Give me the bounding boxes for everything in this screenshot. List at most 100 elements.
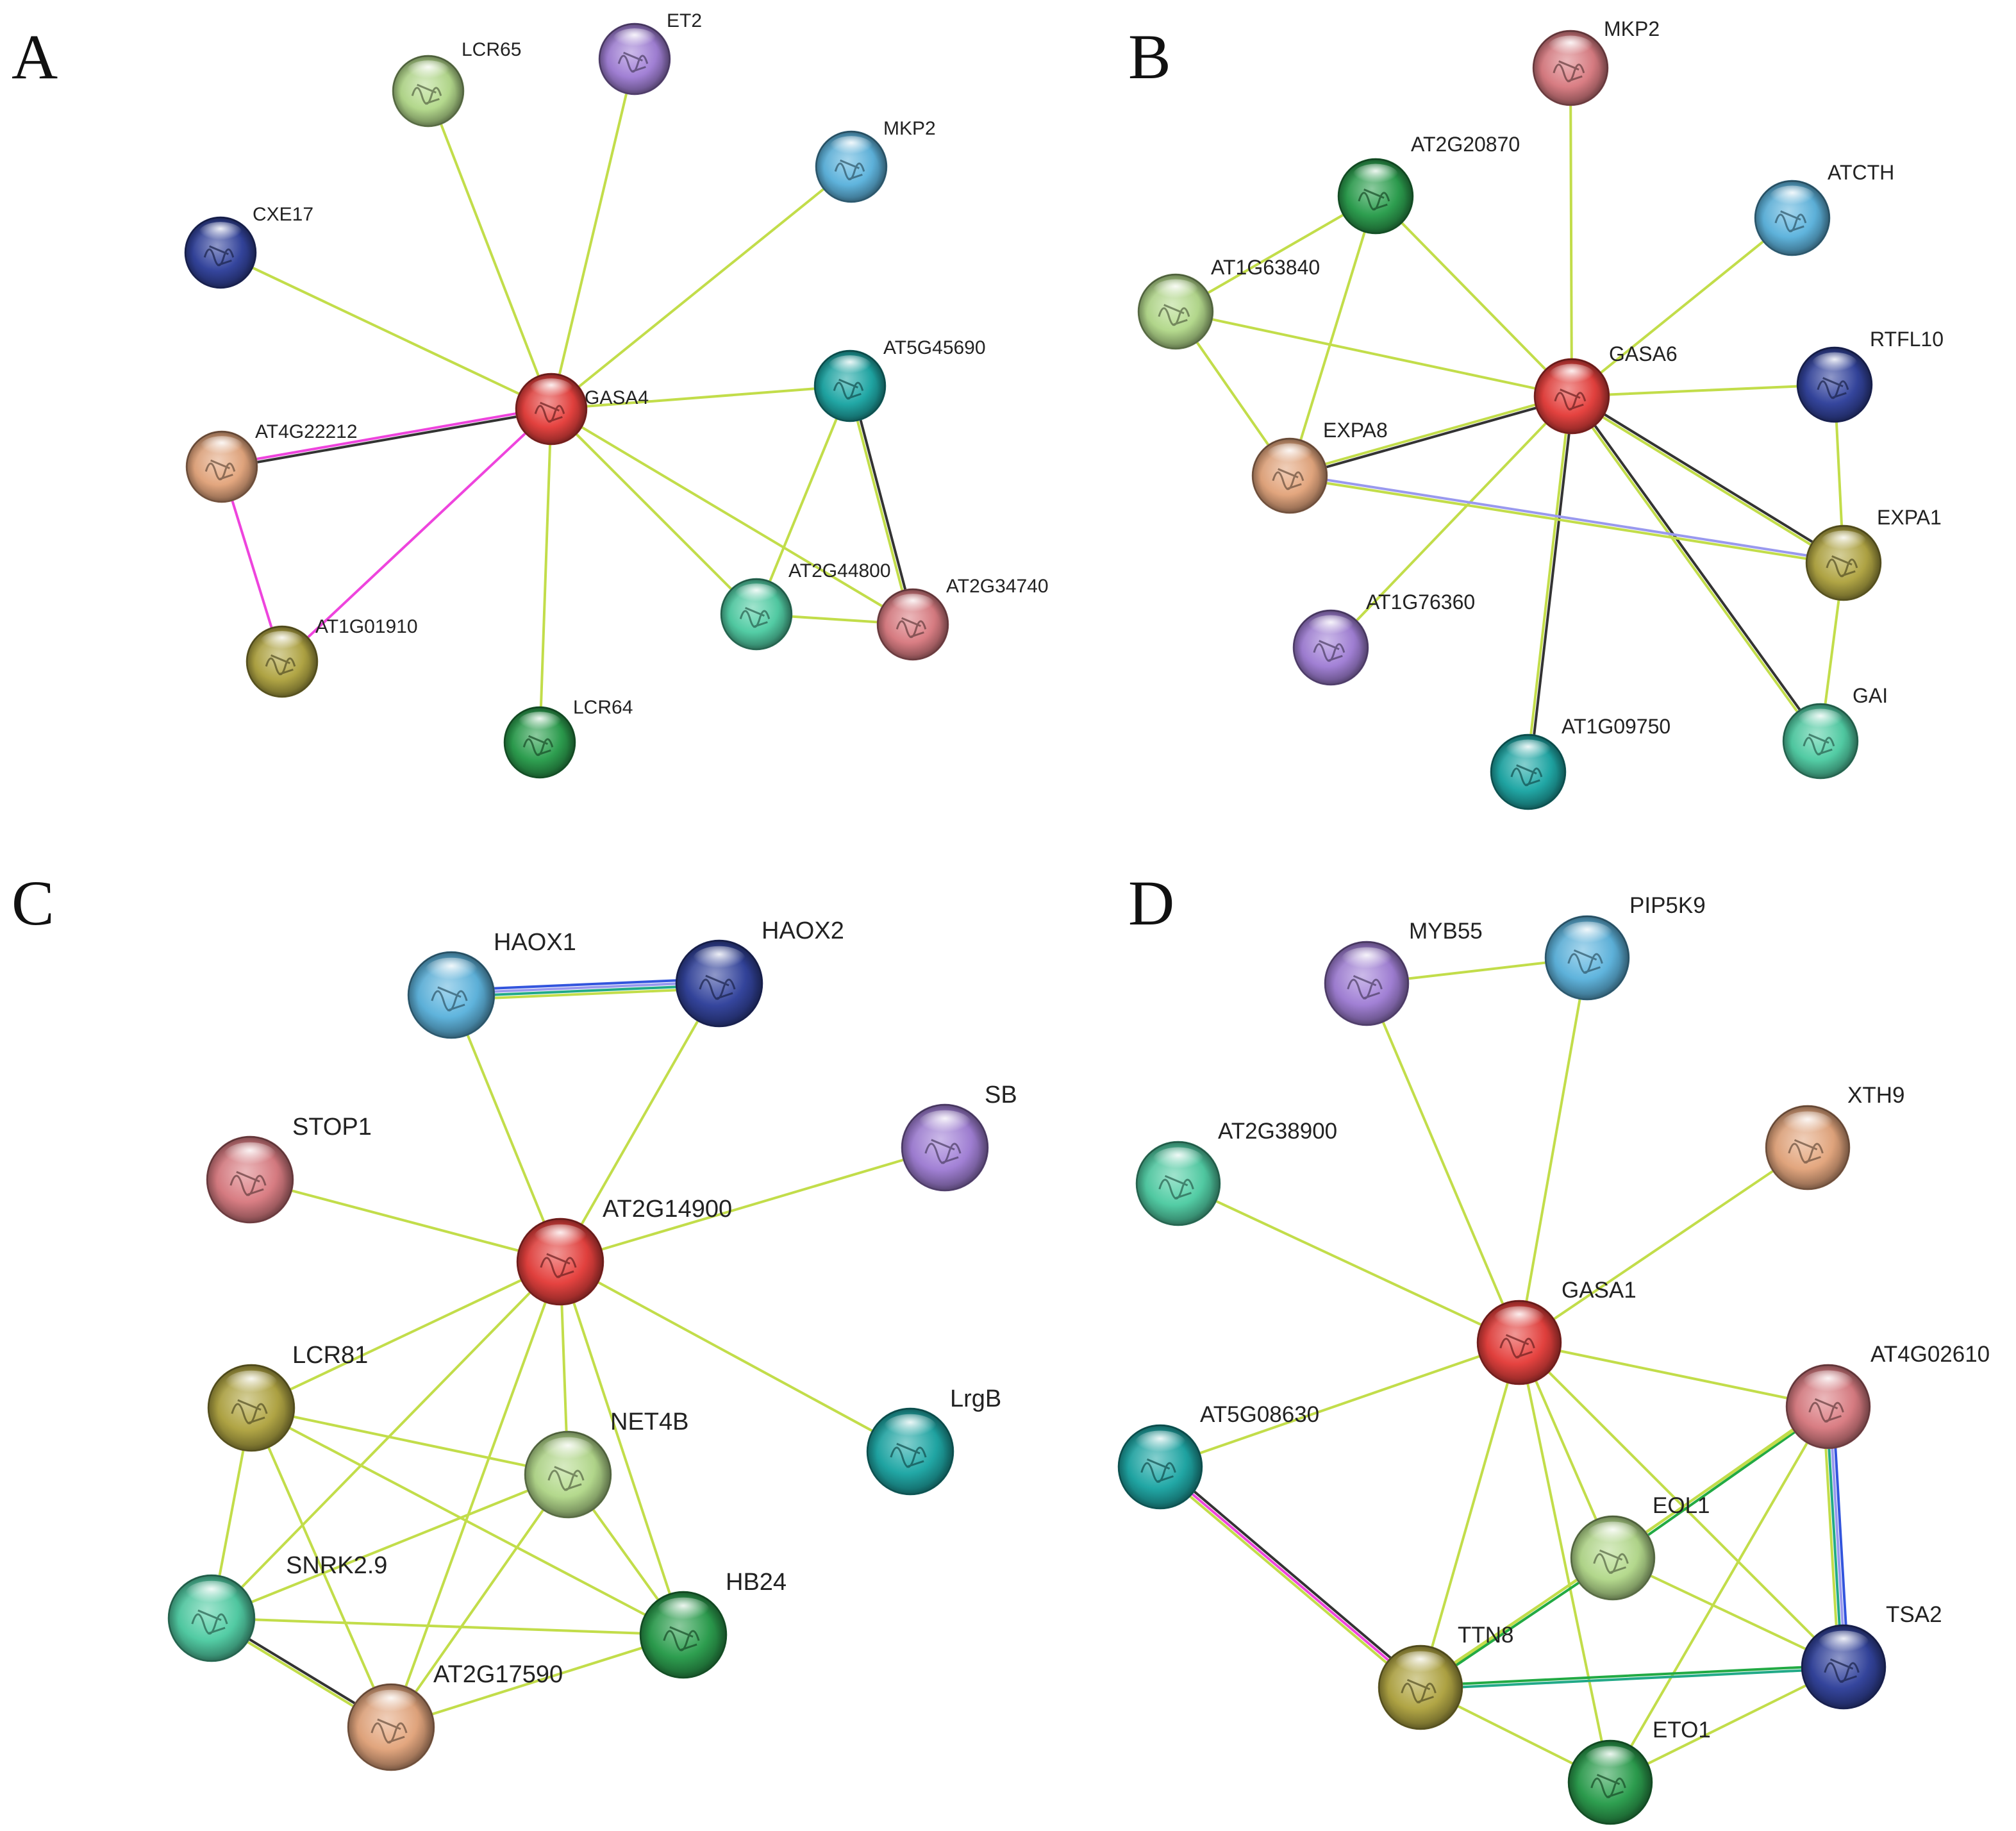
node-hb24[interactable]: HB24 [639,1569,787,1679]
edge-strand [1288,195,1377,477]
node-at5g45690[interactable]: AT5G45690 [813,337,986,422]
node-expa1[interactable]: EXPA1 [1805,506,1942,601]
node-myb55[interactable]: MYB55 [1324,919,1483,1026]
edge-strand [1177,1182,1520,1344]
node-stop1[interactable]: STOP1 [206,1114,372,1224]
edge-gasa4-et2 [550,58,636,410]
node-rtfl10[interactable]: RTFL10 [1796,328,1944,423]
node-label: LCR81 [292,1342,368,1369]
node-gasa1[interactable]: GASA1 [1476,1278,1637,1385]
node-haox1[interactable]: HAOX1 [407,929,576,1039]
edge-gasa4-at2g44800 [550,408,758,615]
node-label: SB [985,1082,1017,1108]
edge-strand [847,385,913,626]
edge-strand [281,408,553,663]
node-at2g17590[interactable]: AT2G17590 [347,1661,563,1771]
edge-at2g14900-snrk2-9 [210,1260,562,1619]
node-xth9[interactable]: XTH9 [1765,1083,1904,1191]
node-gloss [1340,947,1393,974]
node-snrk2-9[interactable]: SNRK2.9 [167,1552,387,1662]
node-lcr65[interactable]: LCR65 [392,39,521,128]
node-lrgb[interactable]: LrgB [866,1385,1001,1496]
edge-gasa6-mkp2 [1569,67,1573,397]
node-expa8[interactable]: EXPA8 [1251,419,1388,514]
node-label: AT1G63840 [1211,256,1320,279]
node-label: LrgB [950,1385,1001,1412]
node-label: XTH9 [1847,1083,1904,1108]
edge-strand [1156,1467,1420,1691]
node-gloss [1493,1306,1545,1334]
edge-strand [1828,1405,1847,1668]
node-et2[interactable]: ET2 [598,10,702,96]
edge-at2g14900-lcr81 [250,1260,562,1409]
node-at1g01910[interactable]: AT1G01910 [246,616,418,698]
node-gloss [223,1142,277,1170]
node-gloss [692,946,746,974]
node-label: MKP2 [1604,17,1660,40]
node-label: TTN8 [1458,1623,1514,1648]
node-haox2[interactable]: HAOX2 [675,917,844,1028]
node-at1g76360[interactable]: AT1G76360 [1292,590,1475,686]
node-at2g34740[interactable]: AT2G34740 [876,576,1049,661]
edge-strand [1570,383,1836,397]
node-label: AT1G09750 [1562,715,1670,738]
node-lcr64[interactable]: LCR64 [503,697,633,779]
node-label: RTFL10 [1870,328,1944,351]
edge-strand [449,977,721,992]
node-at5g08630[interactable]: AT5G08630 [1117,1402,1319,1510]
node-label: LCR65 [462,39,521,60]
edge-gasa4-cxe17 [219,251,553,410]
node-gai[interactable]: GAI [1782,684,1888,780]
node-lcr81[interactable]: LCR81 [207,1342,368,1452]
edge-strand [450,983,721,998]
edge-gasa1-at5g08630 [1159,1341,1520,1468]
node-eol1[interactable]: EOL1 [1570,1493,1710,1601]
node-mkp2[interactable]: MKP2 [815,118,936,203]
node-at1g63840[interactable]: AT1G63840 [1137,256,1320,350]
node-ttn8[interactable]: TTN8 [1378,1623,1514,1730]
edge-gasa6-expa1 [1569,393,1846,566]
node-label: ET2 [667,10,702,31]
node-at4g02610[interactable]: AT4G02610 [1785,1342,1990,1450]
node-gloss [734,583,779,606]
edge-strand [1288,472,1845,563]
node-label: GAI [1853,684,1888,707]
node-gasa6[interactable]: GASA6 [1533,342,1678,435]
node-gloss [529,378,574,401]
node-gloss [406,60,451,83]
node-at4g22212[interactable]: AT4G22212 [185,421,358,503]
node-gasa4[interactable]: GASA4 [515,372,649,446]
edge-lcr81-at2g17590 [250,1407,392,1728]
node-gloss [1820,530,1867,555]
edge-gasa1-at4g02610 [1518,1341,1829,1408]
node-pip5k9[interactable]: PIP5K9 [1544,893,1706,1001]
edge-gasa1-tsa2 [1518,1341,1845,1668]
node-label: GASA4 [585,387,649,408]
edge-strand [1612,1557,1845,1668]
edge-strand [538,408,553,744]
node-gloss [890,594,935,617]
edge-strand [450,994,562,1263]
node-label: PIP5K9 [1629,893,1706,918]
node-sb[interactable]: SB [901,1082,1017,1192]
edge-gasa6-atcth [1570,217,1794,397]
node-at2g38900[interactable]: AT2G38900 [1135,1119,1337,1226]
node-at2g44800[interactable]: AT2G44800 [720,560,891,651]
node-atcth[interactable]: ATCTH [1754,161,1894,256]
node-eto1[interactable]: ETO1 [1567,1718,1711,1825]
node-at1g09750[interactable]: AT1G09750 [1490,715,1670,810]
edge-strand [1518,957,1588,1344]
node-net4b[interactable]: NET4B [524,1409,688,1519]
node-at2g20870[interactable]: AT2G20870 [1337,133,1520,235]
node-mkp2[interactable]: MKP2 [1532,17,1660,106]
edge-strand [1569,67,1573,397]
edge-strand [559,1260,912,1453]
panel-b: B GASA6MKP2AT2G20870ATCTHAT1G63840RTFL10… [1128,17,1944,810]
node-label: STOP1 [292,1114,372,1141]
node-tsa2[interactable]: TSA2 [1801,1602,1942,1710]
edge-strand [1570,217,1794,397]
node-cxe17[interactable]: CXE17 [184,204,313,289]
node-at2g14900[interactable]: AT2G14900 [516,1196,732,1306]
